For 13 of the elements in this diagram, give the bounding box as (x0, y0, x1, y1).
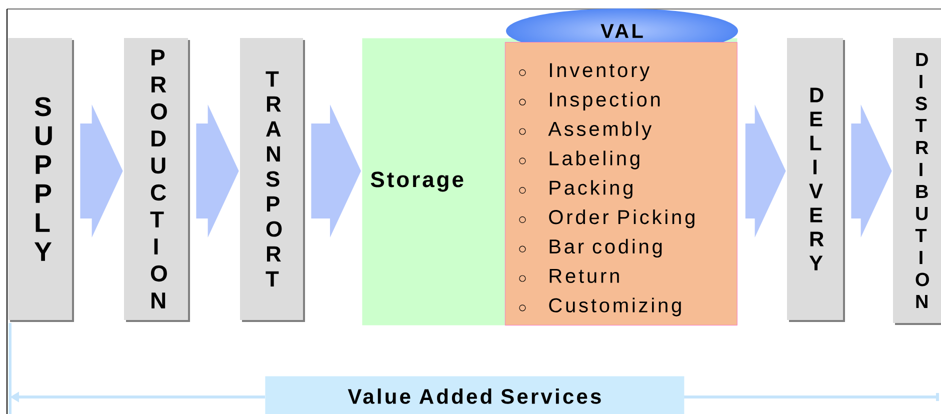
stage-box: SUPPLY (8, 38, 74, 322)
stage-box: DELIVERY (787, 38, 845, 322)
chevron-arrow (80, 104, 123, 238)
stage-box: DISTRIBUTION (893, 38, 941, 325)
banner-box: Value Added Services (265, 376, 684, 414)
chevron-arrow (745, 104, 786, 238)
stage-box: TRANSPORT (240, 38, 305, 322)
chevron-arrow (311, 104, 361, 238)
chevron-arrow (196, 104, 239, 238)
stage-box: PRODUCTION (124, 38, 190, 322)
chevron-arrow (851, 104, 892, 238)
service-list-box: Inventory Inspection Assembly Labeling Packing Order Picking Bar coding Return Customizing (504, 42, 738, 326)
cylinder-top: VAL (600, 24, 643, 38)
